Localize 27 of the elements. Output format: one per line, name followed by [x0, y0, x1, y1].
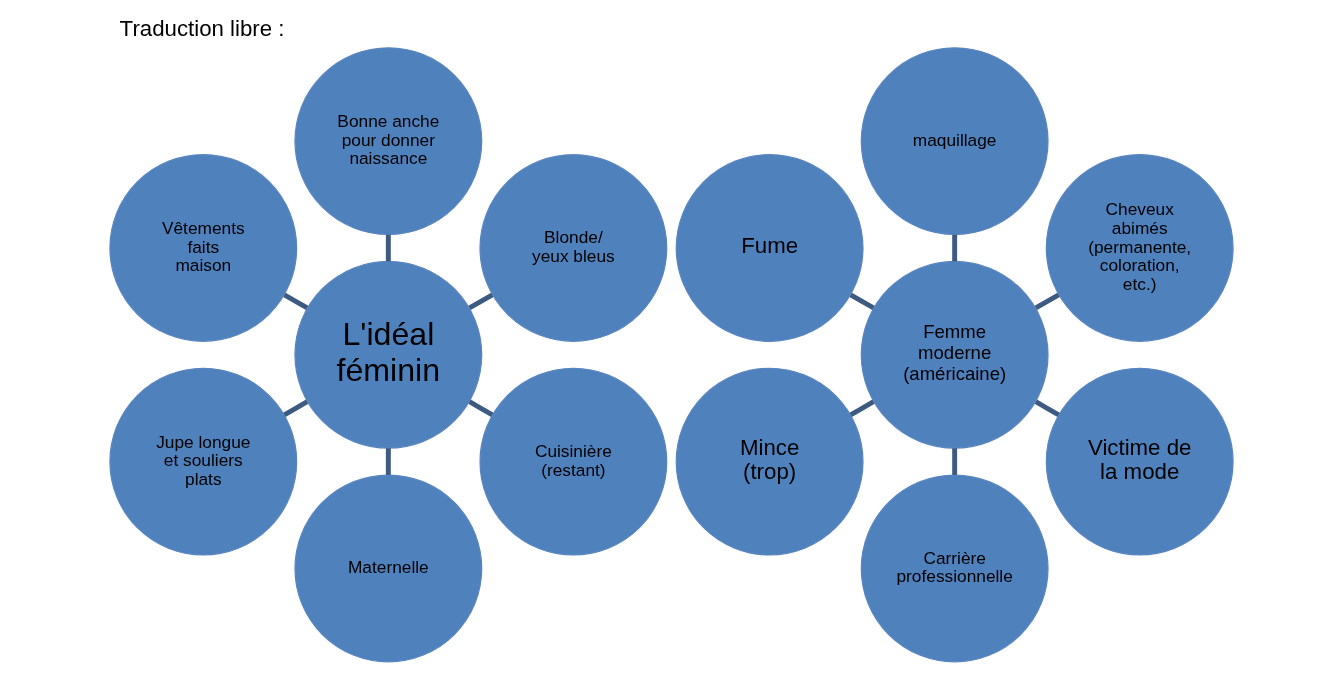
node-circle: Fume — [675, 154, 864, 342]
node-circle: Victime de la mode — [1045, 367, 1234, 556]
connector — [468, 292, 494, 311]
node-circle: L'idéal féminin — [294, 260, 483, 449]
connector — [952, 234, 958, 262]
connector — [283, 399, 309, 417]
connector — [849, 292, 875, 311]
node-circle: Maternelle — [294, 474, 483, 663]
connector — [1034, 399, 1060, 417]
node-circle: Bonne anche pour donner naissance — [294, 47, 483, 236]
connector — [385, 234, 391, 262]
connector — [283, 292, 309, 311]
node-circle: Cuisinière (restant) — [479, 367, 668, 556]
connector — [849, 399, 875, 417]
connector — [952, 448, 958, 475]
connector — [1034, 292, 1060, 311]
connector — [468, 399, 494, 417]
diagram-title: Traduction libre : — [119, 15, 285, 41]
node-circle: Femme moderne (américaine) — [860, 260, 1049, 449]
node-circle: Jupe longue et souliers plats — [109, 367, 298, 556]
node-circle: Mince (trop) — [675, 367, 864, 556]
node-circle: Vêtements faits maison — [109, 154, 298, 342]
node-circle: Blonde/ yeux bleus — [479, 154, 668, 342]
connector — [385, 448, 391, 475]
node-circle: maquillage — [860, 47, 1049, 236]
node-circle: Cheveux abimés (permanente, coloration, etc.) — [1045, 154, 1234, 342]
node-circle: Carrière professionnelle — [860, 474, 1049, 663]
